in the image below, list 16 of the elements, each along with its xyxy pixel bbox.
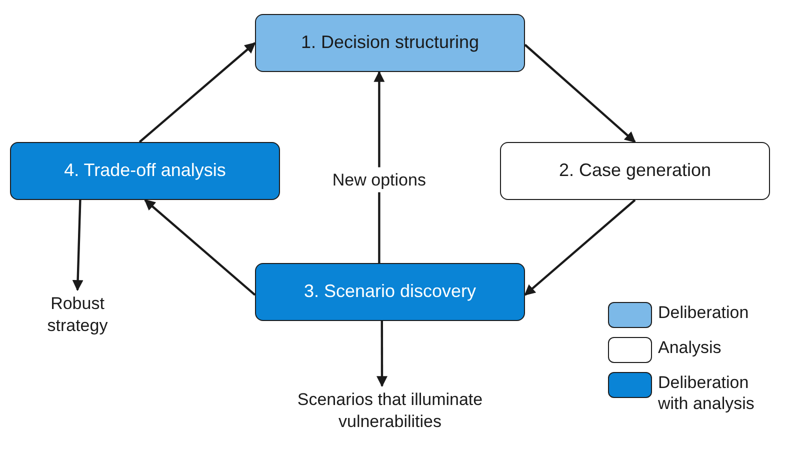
process-box: 1. Decision structuring (255, 14, 525, 72)
arrow (144, 199, 256, 296)
arrow (374, 70, 385, 263)
outcome-text: Scenarios that illuminate vulnerabilities (257, 386, 523, 436)
legend-label: Deliberation with analysis (658, 372, 756, 414)
process-box: 2. Case generation (500, 142, 770, 200)
arrow (138, 42, 256, 143)
arrow (524, 199, 636, 296)
process-box: 4. Trade-off analysis (10, 142, 280, 200)
arrow (524, 44, 636, 143)
legend-label: Deliberation (658, 302, 750, 324)
process-box: 3. Scenario discovery (255, 263, 525, 321)
arrow (72, 200, 84, 292)
legend-label: Analysis (658, 337, 722, 358)
outcome-text: Robust strategy (30, 290, 125, 340)
arrow (376, 321, 388, 388)
